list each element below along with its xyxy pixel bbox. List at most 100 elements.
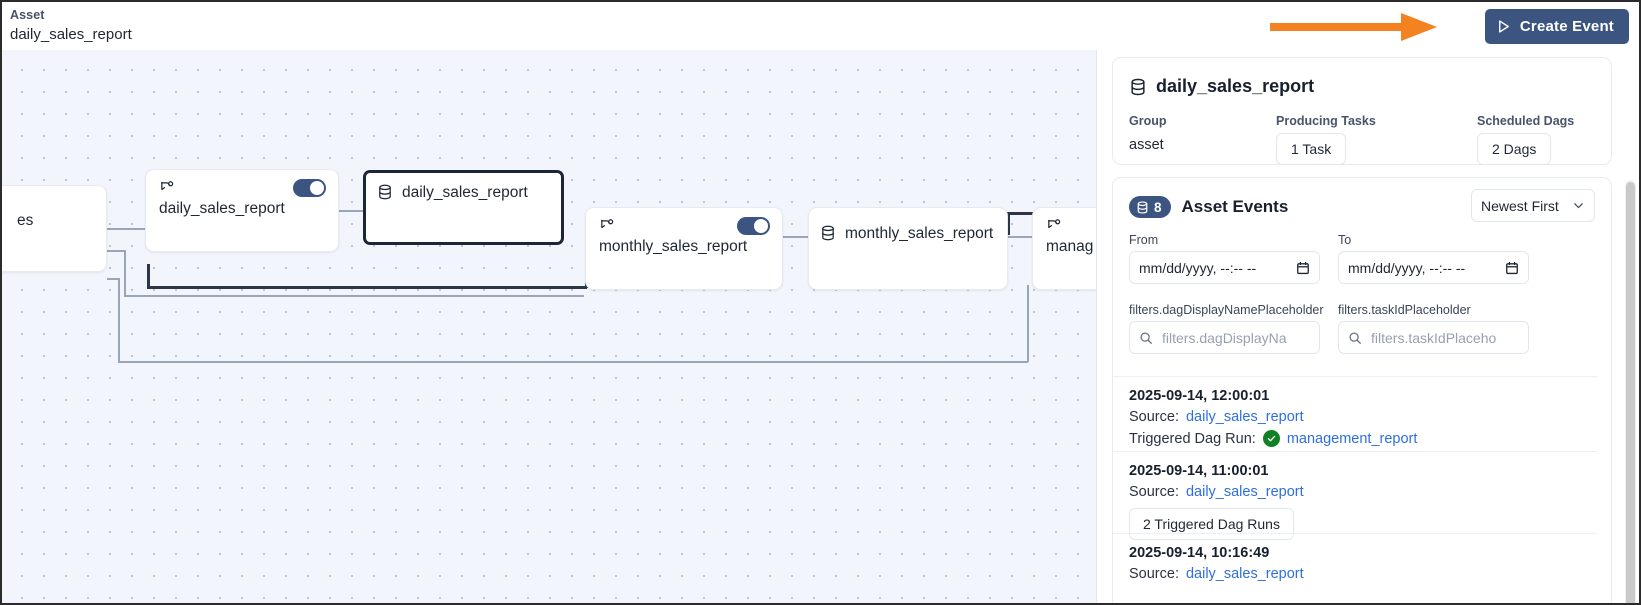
- source-link[interactable]: daily_sales_report: [1185, 566, 1304, 582]
- producing-tasks-field: Producing Tasks 1 Task: [1276, 114, 1376, 165]
- source-label: Source:: [1129, 409, 1179, 425]
- search-icon: [1348, 331, 1362, 345]
- dag-filter-field: filters.dagDisplayNamePlaceholder filter…: [1129, 303, 1324, 354]
- event-triggered-line: Triggered Dag Run: management_report: [1129, 430, 1581, 447]
- asset-title-text: daily_sales_report: [1156, 76, 1315, 96]
- create-event-button[interactable]: Create Event: [1484, 9, 1629, 44]
- breadcrumb-label: Asset: [10, 8, 45, 22]
- source-label: Source:: [1129, 484, 1179, 500]
- panel-scrollbar-track[interactable]: [1625, 180, 1636, 603]
- graph-node-asset-monthly-sales-report[interactable]: monthly_sales_report: [808, 207, 1008, 290]
- task-filter-label: filters.taskIdPlaceholder: [1338, 303, 1471, 317]
- asset-events-count-badge: 8: [1129, 196, 1171, 218]
- calendar-icon[interactable]: [1296, 261, 1310, 275]
- search-icon: [1139, 331, 1153, 345]
- graph-edge: [107, 228, 145, 230]
- task-icon: [599, 218, 616, 240]
- asset-event-row[interactable]: 2025-09-14, 10:16:49 Source: daily_sales…: [1113, 533, 1597, 593]
- asset-event-row[interactable]: 2025-09-14, 11:00:01 Source: daily_sales…: [1113, 451, 1597, 540]
- to-datetime-input[interactable]: mm/dd/yyyy, --:-- --: [1338, 251, 1529, 284]
- event-timestamp: 2025-09-14, 12:00:01: [1129, 388, 1270, 404]
- source-label: Source:: [1129, 566, 1179, 582]
- sort-order-select[interactable]: Newest First: [1471, 189, 1595, 222]
- asset-events-header: 8 Asset Events: [1129, 196, 1288, 218]
- asset-summary-card: daily_sales_report Group asset Producing…: [1112, 57, 1612, 165]
- scheduled-dags-label: Scheduled Dags: [1477, 114, 1575, 128]
- dag-filter-label: filters.dagDisplayNamePlaceholder: [1129, 303, 1324, 317]
- graph-node-task-monthly-sales-report[interactable]: monthly_sales_report: [585, 207, 783, 290]
- scheduled-dags-field: Scheduled Dags 2 Dags: [1477, 114, 1574, 165]
- event-source-line: Source: daily_sales_report: [1129, 484, 1581, 500]
- group-label: Group: [1129, 114, 1167, 128]
- event-timestamp: 2025-09-14, 10:16:49: [1129, 545, 1270, 561]
- event-source-line: Source: daily_sales_report: [1129, 566, 1581, 582]
- task-icon: [159, 180, 176, 202]
- graph-edge: [783, 236, 808, 238]
- graph-node-label: daily_sales_report: [159, 200, 285, 217]
- triggered-dag-run-label: Triggered Dag Run:: [1129, 430, 1256, 447]
- asset-details-panel: daily_sales_report Group asset Producing…: [1098, 50, 1639, 603]
- source-link[interactable]: daily_sales_report: [1185, 409, 1304, 425]
- graph-node-label: daily_sales_report: [402, 184, 528, 201]
- triggered-dag-runs-button[interactable]: 2 Triggered Dag Runs: [1129, 508, 1294, 540]
- play-triangle-icon: [1496, 19, 1511, 34]
- triggered-dag-run-link[interactable]: management_report: [1286, 430, 1418, 447]
- chevron-down-icon: [1572, 199, 1585, 212]
- database-icon: [1136, 200, 1149, 214]
- graph-node-task-management-report[interactable]: manag: [1032, 207, 1096, 290]
- graph-edge-highlight: [1007, 212, 1033, 215]
- breadcrumb-value: daily_sales_report: [10, 26, 132, 43]
- asset-event-row[interactable]: 2025-09-14, 12:00:01 Source: daily_sales…: [1113, 376, 1597, 451]
- task-id-input[interactable]: filters.taskIdPlaceho: [1338, 321, 1529, 354]
- graph-node-label: monthly_sales_report: [845, 225, 994, 242]
- task-id-placeholder: filters.taskIdPlaceho: [1371, 329, 1497, 346]
- breadcrumb: Asset daily_sales_report: [10, 7, 132, 45]
- database-icon: [820, 225, 836, 246]
- graph-edge: [118, 278, 120, 362]
- from-label: From: [1129, 233, 1159, 247]
- graph-node-asset[interactable]: es: [2, 185, 107, 272]
- graph-edge: [107, 278, 119, 280]
- graph-edge: [1008, 236, 1048, 238]
- asset-events-count: 8: [1154, 199, 1162, 215]
- panel-scrollbar-thumb[interactable]: [1626, 182, 1635, 603]
- from-datetime-value: mm/dd/yyyy, --:-- --: [1139, 259, 1257, 276]
- graph-edge: [1027, 285, 1029, 362]
- graph-edge: [124, 250, 126, 296]
- node-toggle-switch[interactable]: [293, 179, 326, 197]
- to-label: To: [1338, 233, 1352, 247]
- database-icon: [1129, 78, 1147, 96]
- annotation-arrow-icon: [1270, 13, 1437, 41]
- to-datetime-value: mm/dd/yyyy, --:-- --: [1348, 259, 1466, 276]
- source-link[interactable]: daily_sales_report: [1185, 484, 1304, 500]
- from-field: From mm/dd/yyyy, --:-- --: [1129, 233, 1320, 284]
- from-datetime-input[interactable]: mm/dd/yyyy, --:-- --: [1129, 251, 1320, 284]
- graph-node-task-daily-sales-report[interactable]: daily_sales_report: [145, 169, 339, 252]
- to-field: To mm/dd/yyyy, --:-- --: [1338, 233, 1529, 284]
- graph-edge: [107, 250, 125, 252]
- group-value: asset: [1129, 137, 1164, 153]
- task-filter-field: filters.taskIdPlaceholder filters.taskId…: [1338, 303, 1529, 354]
- producing-tasks-button[interactable]: 1 Task: [1276, 133, 1347, 165]
- asset-summary-title: daily_sales_report: [1129, 76, 1314, 97]
- calendar-icon[interactable]: [1505, 261, 1519, 275]
- top-bar: Asset daily_sales_report Create Event: [2, 2, 1639, 50]
- event-source-line: Source: daily_sales_report: [1129, 409, 1581, 425]
- graph-edge: [124, 295, 584, 297]
- graph-edge: [118, 361, 1028, 363]
- graph-node-label: es: [17, 212, 34, 229]
- database-icon: [377, 184, 393, 205]
- graph-node-label: manag: [1046, 238, 1094, 255]
- create-event-label: Create Event: [1519, 18, 1614, 35]
- dag-display-name-placeholder: filters.dagDisplayNa: [1162, 329, 1287, 346]
- asset-graph-canvas[interactable]: es daily_sales_report: [2, 50, 1097, 603]
- node-toggle-switch[interactable]: [737, 217, 770, 235]
- dag-display-name-input[interactable]: filters.dagDisplayNa: [1129, 321, 1320, 354]
- scheduled-dags-button[interactable]: 2 Dags: [1477, 133, 1552, 165]
- graph-node-asset-daily-sales-report[interactable]: daily_sales_report: [363, 170, 564, 245]
- check-circle-icon: [1262, 430, 1280, 447]
- asset-events-card: 8 Asset Events Newest First From mm/dd/y…: [1112, 177, 1612, 603]
- producing-tasks-label: Producing Tasks: [1276, 114, 1376, 128]
- event-timestamp: 2025-09-14, 11:00:01: [1129, 463, 1269, 479]
